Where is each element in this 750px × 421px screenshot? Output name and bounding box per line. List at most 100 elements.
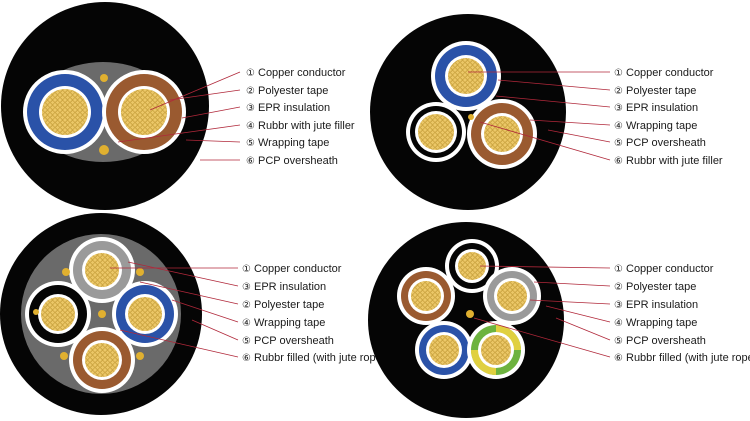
jute-rope-dot (60, 352, 68, 360)
copper-conductor (418, 114, 454, 150)
leader-line (545, 305, 611, 323)
core-grey (483, 267, 541, 325)
label-number: ② (614, 86, 623, 97)
label-number: ⑥ (614, 353, 623, 364)
label-rubber-jute-filler: Rubbr with jute filler (626, 155, 723, 167)
leader-line (169, 89, 241, 101)
core-blue (415, 321, 473, 379)
leader-line (139, 281, 239, 305)
copper-conductor (41, 297, 75, 331)
label-number: ③ (614, 300, 623, 311)
label-copper-conductor: Copper conductor (258, 67, 346, 79)
leader-line (191, 319, 239, 341)
leader-line (473, 317, 611, 358)
cable-top-left: ① Copper conductor ② Polyester tape ③ EP… (1, 2, 355, 210)
label-rubber-filled: Rubbr filled (with jute rope) (254, 352, 385, 364)
cable-bottom-right: ① Copper conductor ② Polyester tape ③ EP… (368, 222, 750, 418)
label-number: ② (614, 282, 623, 293)
leader-line (555, 317, 611, 341)
label-epr-insulation: EPR insulation (254, 281, 326, 293)
label-epr-insulation: EPR insulation (626, 299, 698, 311)
labels: ① Copper conductor ② Polyester tape ③ EP… (614, 67, 723, 167)
copper-conductor (42, 89, 88, 135)
label-number: ⑥ (246, 156, 255, 167)
core-brown (69, 327, 135, 393)
copper-conductor (458, 252, 486, 280)
core-black (25, 281, 91, 347)
label-polyester-tape: Polyester tape (626, 281, 696, 293)
copper-conductor (411, 281, 441, 311)
core-blue (23, 70, 107, 154)
leader-line (497, 79, 611, 91)
leader-line (171, 299, 239, 323)
label-number: ① (614, 68, 623, 79)
label-number: ④ (614, 318, 623, 329)
cable-bottom-left: ① Copper conductor ③ EPR insulation ② Po… (0, 213, 385, 415)
label-number: ① (614, 264, 623, 275)
labels: ① Copper conductor ② Polyester tape ③ EP… (246, 67, 355, 167)
label-wrapping-tape: Wrapping tape (254, 317, 325, 329)
label-number: ⑤ (614, 336, 623, 347)
label-wrapping-tape: Wrapping tape (258, 137, 329, 149)
label-wrapping-tape: Wrapping tape (626, 120, 697, 132)
core-brown (102, 70, 186, 154)
label-number: ⑤ (246, 138, 255, 149)
label-rubber-filled: Rubbr filled (with jute rope) (626, 352, 750, 364)
leader-line (529, 119, 611, 126)
cable-top-right: ① Copper conductor ② Polyester tape ③ EP… (370, 14, 723, 210)
copper-conductor (85, 343, 119, 377)
label-pcp-oversheath: PCP oversheath (626, 137, 706, 149)
copper-conductor (429, 335, 459, 365)
leader-line (117, 124, 241, 143)
copper-conductor (484, 116, 520, 152)
leader-line (547, 129, 611, 143)
label-number: ⑥ (242, 353, 251, 364)
core-green-yellow (467, 321, 525, 379)
copper-conductor (497, 281, 527, 311)
leader-line (479, 265, 611, 269)
label-number: ⑤ (242, 336, 251, 347)
label-number: ① (246, 68, 255, 79)
core-brown (397, 267, 455, 325)
jute-rope-dot (136, 268, 144, 276)
label-copper-conductor: Copper conductor (254, 263, 342, 275)
label-copper-conductor: Copper conductor (626, 263, 714, 275)
leader-line (119, 329, 239, 358)
jute-filler-dot (100, 74, 108, 82)
core-grey (69, 237, 135, 303)
leader-line (181, 106, 241, 119)
jute-rope-dot (136, 352, 144, 360)
copper-conductor (448, 58, 484, 94)
label-number: ④ (246, 121, 255, 132)
copper-conductor (85, 253, 119, 287)
label-number: ③ (242, 282, 251, 293)
label-copper-conductor: Copper conductor (626, 67, 714, 79)
jute-rope-dot (33, 309, 39, 315)
label-number: ② (246, 86, 255, 97)
label-number: ② (242, 300, 251, 311)
leader-line (185, 139, 241, 143)
label-epr-insulation: EPR insulation (626, 102, 698, 114)
label-number: ③ (614, 103, 623, 114)
label-number: ⑥ (614, 156, 623, 167)
core-blue (431, 41, 501, 111)
copper-conductor (128, 297, 162, 331)
leader-line (149, 71, 241, 111)
label-polyester-tape: Polyester tape (626, 85, 696, 97)
leader-line (533, 281, 611, 287)
label-polyester-tape: Polyester tape (254, 299, 324, 311)
label-rubber-jute-filler: Rubbr with jute filler (258, 120, 355, 132)
label-wrapping-tape: Wrapping tape (626, 317, 697, 329)
copper-conductor (121, 89, 167, 135)
label-number: ④ (614, 121, 623, 132)
leader-line (495, 95, 611, 108)
label-number: ⑤ (614, 138, 623, 149)
jute-filler-dot (99, 145, 109, 155)
jute-rope-dot (98, 310, 106, 318)
labels: ① Copper conductor ③ EPR insulation ② Po… (242, 263, 385, 364)
leader-line (127, 261, 239, 287)
label-pcp-oversheath: PCP oversheath (626, 335, 706, 347)
label-epr-insulation: EPR insulation (258, 102, 330, 114)
leader-line (479, 121, 611, 161)
core-white (406, 102, 466, 162)
